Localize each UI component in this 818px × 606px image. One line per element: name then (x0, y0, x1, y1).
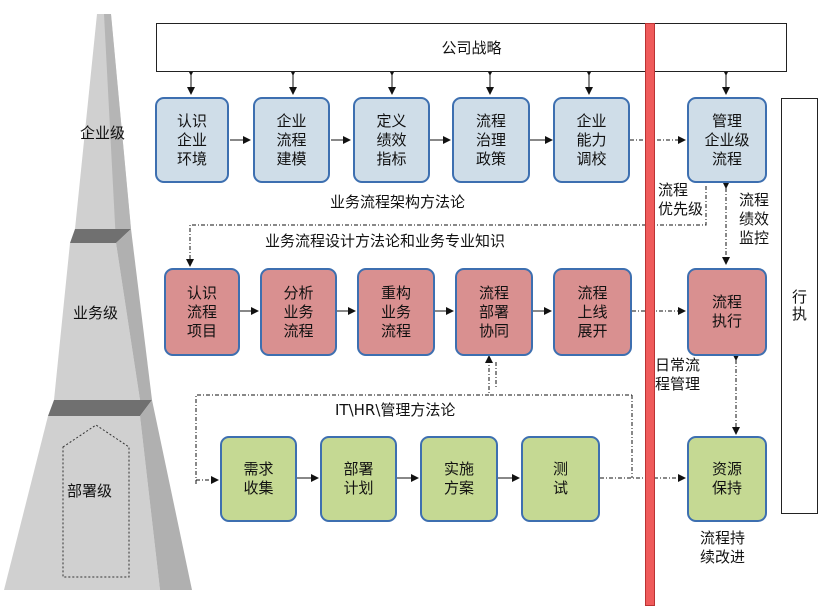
business-step-3: 重构 业务 流程 (357, 268, 435, 356)
level-enterprise: 企业级 (80, 124, 126, 142)
business-step-2: 分析 业务 流程 (260, 268, 337, 356)
company-strategy-label: 公司战略 (441, 39, 502, 57)
monitor-label: 流程 绩效 监控 (739, 191, 770, 247)
deployment-step-3: 实施 方案 (420, 436, 498, 522)
deployment-step-1: 需求 收集 (220, 436, 297, 522)
manage-enterprise-process: 管理 企业级 流程 (687, 97, 767, 183)
level-deployment: 部署级 (67, 482, 113, 500)
execution-label: 行执 (790, 289, 808, 323)
enterprise-step-1: 认识 企业 环境 (155, 97, 229, 183)
enterprise-step-2: 企业 流程 建模 (253, 97, 330, 183)
priority-label: 流程 优先级 (658, 181, 704, 218)
continuous-improvement-label: 流程持 续改进 (700, 529, 746, 566)
enterprise-step-5: 企业 能力 调校 (553, 97, 630, 183)
execution-box: 行执 (781, 98, 818, 514)
deployment-step-4: 测 试 (521, 436, 600, 522)
red-divider-bar (645, 23, 655, 606)
architecture-label: 业务流程架构方法论 (330, 193, 466, 211)
business-step-4: 流程 部署 协同 (455, 268, 533, 356)
business-step-5: 流程 上线 展开 (553, 268, 632, 356)
enterprise-step-3: 定义 绩效 指标 (353, 97, 430, 183)
enterprise-step-4: 流程 治理 政策 (452, 97, 530, 183)
it-hr-label: IT\HR\管理方法论 (335, 401, 456, 419)
design-label: 业务流程设计方法论和业务专业知识 (265, 232, 506, 250)
business-step-1: 认识 流程 项目 (164, 268, 240, 356)
daily-management-label: 日常流 程管理 (655, 356, 701, 393)
process-execution: 流程 执行 (687, 268, 767, 356)
deployment-step-2: 部署 计划 (320, 436, 397, 522)
level-business: 业务级 (73, 304, 119, 322)
company-strategy-box: 公司战略 (156, 23, 787, 72)
resource-maintenance: 资源 保持 (687, 436, 767, 522)
